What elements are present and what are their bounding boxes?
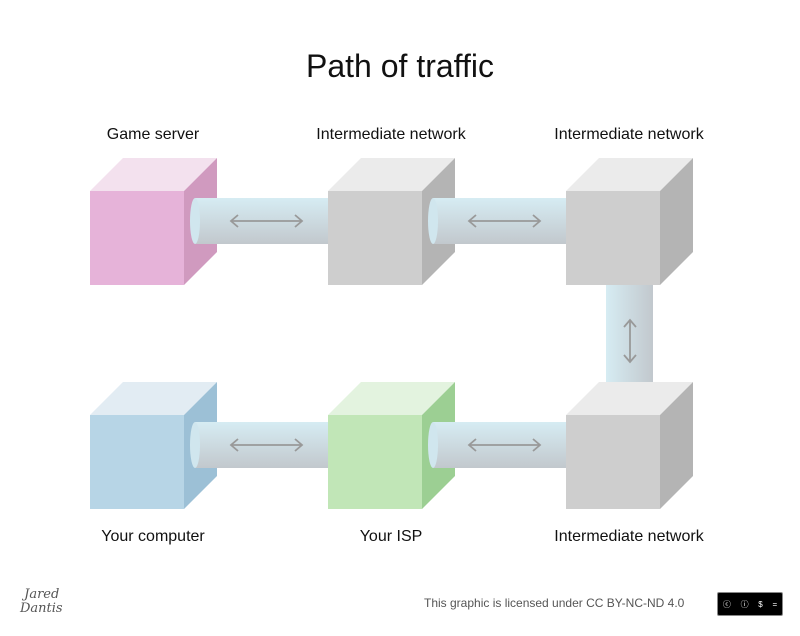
node-cube-intermediate-network-2 xyxy=(566,158,693,285)
pipe-stub xyxy=(428,198,456,244)
arrowhead-icon xyxy=(623,318,637,328)
arrowhead-icon xyxy=(532,214,542,228)
arrowhead-icon xyxy=(294,438,304,452)
arrowhead-icon xyxy=(623,354,637,364)
node-label-game-server: Game server xyxy=(106,126,200,143)
arrowhead-icon xyxy=(294,214,304,228)
pipe-stub xyxy=(428,422,456,468)
node-cube-intermediate-network-3 xyxy=(566,382,693,509)
node-label-intermediate-3: Intermediate network xyxy=(554,528,704,545)
arrowhead-icon xyxy=(467,214,477,228)
arrowhead-icon xyxy=(229,214,239,228)
arrowhead-icon xyxy=(532,438,542,452)
diagram-title: Path of traffic xyxy=(306,48,494,84)
arrowhead-icon xyxy=(229,438,239,452)
node-cube-your-isp xyxy=(328,382,455,509)
pipe-stub xyxy=(190,422,218,468)
node-label-your-computer: Your computer xyxy=(101,528,205,545)
node-label-intermediate-2: Intermediate network xyxy=(554,126,704,143)
node-cube-game-server xyxy=(90,158,217,285)
license-text: This graphic is licensed under CC BY-NC-… xyxy=(424,596,685,610)
node-label-intermediate-1: Intermediate network xyxy=(316,126,466,143)
node-cube-your-computer xyxy=(90,382,217,509)
arrowhead-icon xyxy=(467,438,477,452)
node-label-isp: Your ISP xyxy=(359,528,423,545)
pipe-stub xyxy=(190,198,218,244)
